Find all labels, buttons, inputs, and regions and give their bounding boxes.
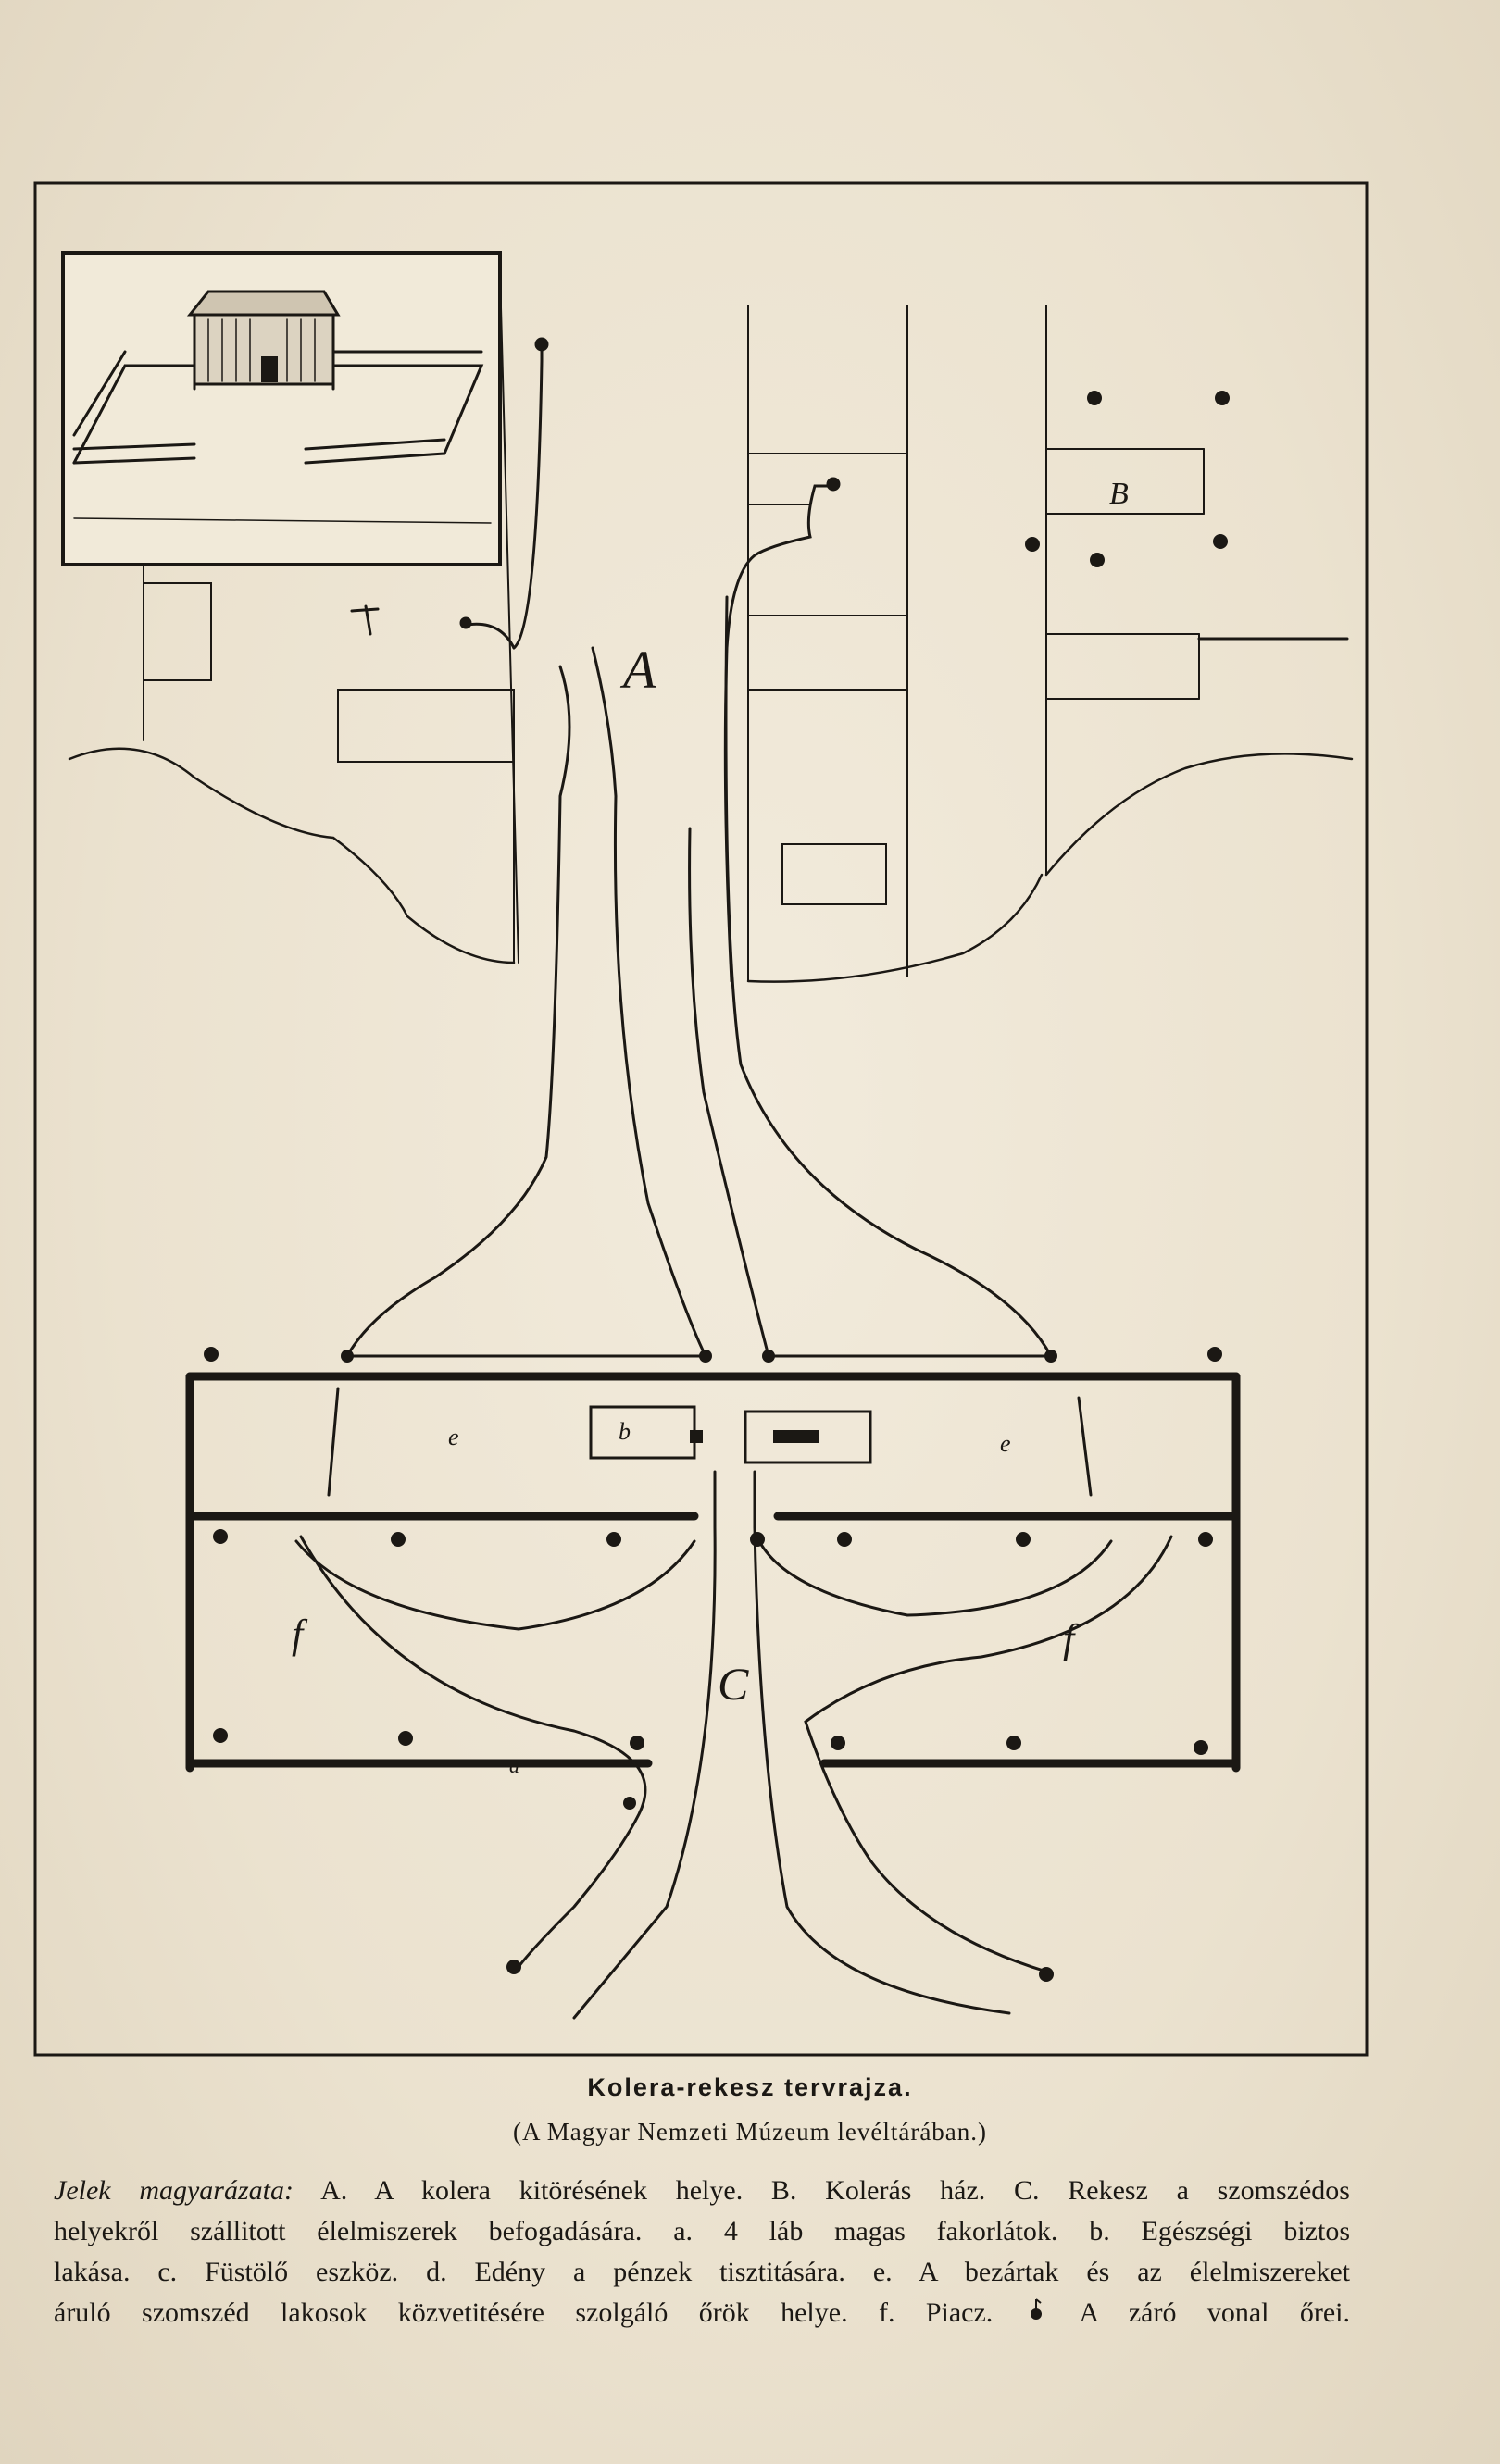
label-guards-left: e [448, 1424, 459, 1450]
label-sick-house: B [1109, 477, 1129, 511]
legend-guards-text: A záró vonal őrei. [1079, 2297, 1351, 2328]
legend-text-4: áruló szomszéd lakosok közvetitésére szo… [54, 2297, 994, 2328]
label-guards-right: e [1000, 1430, 1011, 1457]
figure-source: (A Magyar Nemzeti Múzeum levéltárában.) [512, 2118, 988, 2146]
label-fence: a [509, 1754, 519, 1777]
label-outbreak: A [623, 640, 656, 700]
label-market-left: f [292, 1612, 304, 1657]
legend-line-4: áruló szomszéd lakosok közvetitésére szo… [54, 2293, 1350, 2337]
label-enclosure: C [718, 1658, 749, 1710]
plate-border [33, 181, 1369, 2057]
label-doctor: b [619, 1418, 631, 1445]
farm-vignette-icon [61, 251, 502, 566]
guard-post-icon [1030, 2293, 1043, 2333]
legend-label: Jelek magyarázata: [54, 2175, 294, 2206]
legend-line-2: helyekről szállitott élelmiszerek befoga… [54, 2216, 1350, 2246]
legend-text-1: A. A kolera kitörésének helye. B. Kolerá… [320, 2175, 1350, 2206]
legend: Jelek magyarázata: A. A kolera kitörésén… [54, 2171, 1350, 2337]
label-market-right: f [1063, 1616, 1075, 1661]
enclosure-c [185, 1372, 1241, 1773]
figure-title: Kolera-rekesz tervrajza. [587, 2073, 913, 2101]
legend-line-3: lakása. c. Füstölő eszköz. d. Edény a pé… [54, 2257, 1350, 2287]
legend-line-1: Jelek magyarázata: A. A kolera kitörésén… [54, 2171, 1350, 2211]
